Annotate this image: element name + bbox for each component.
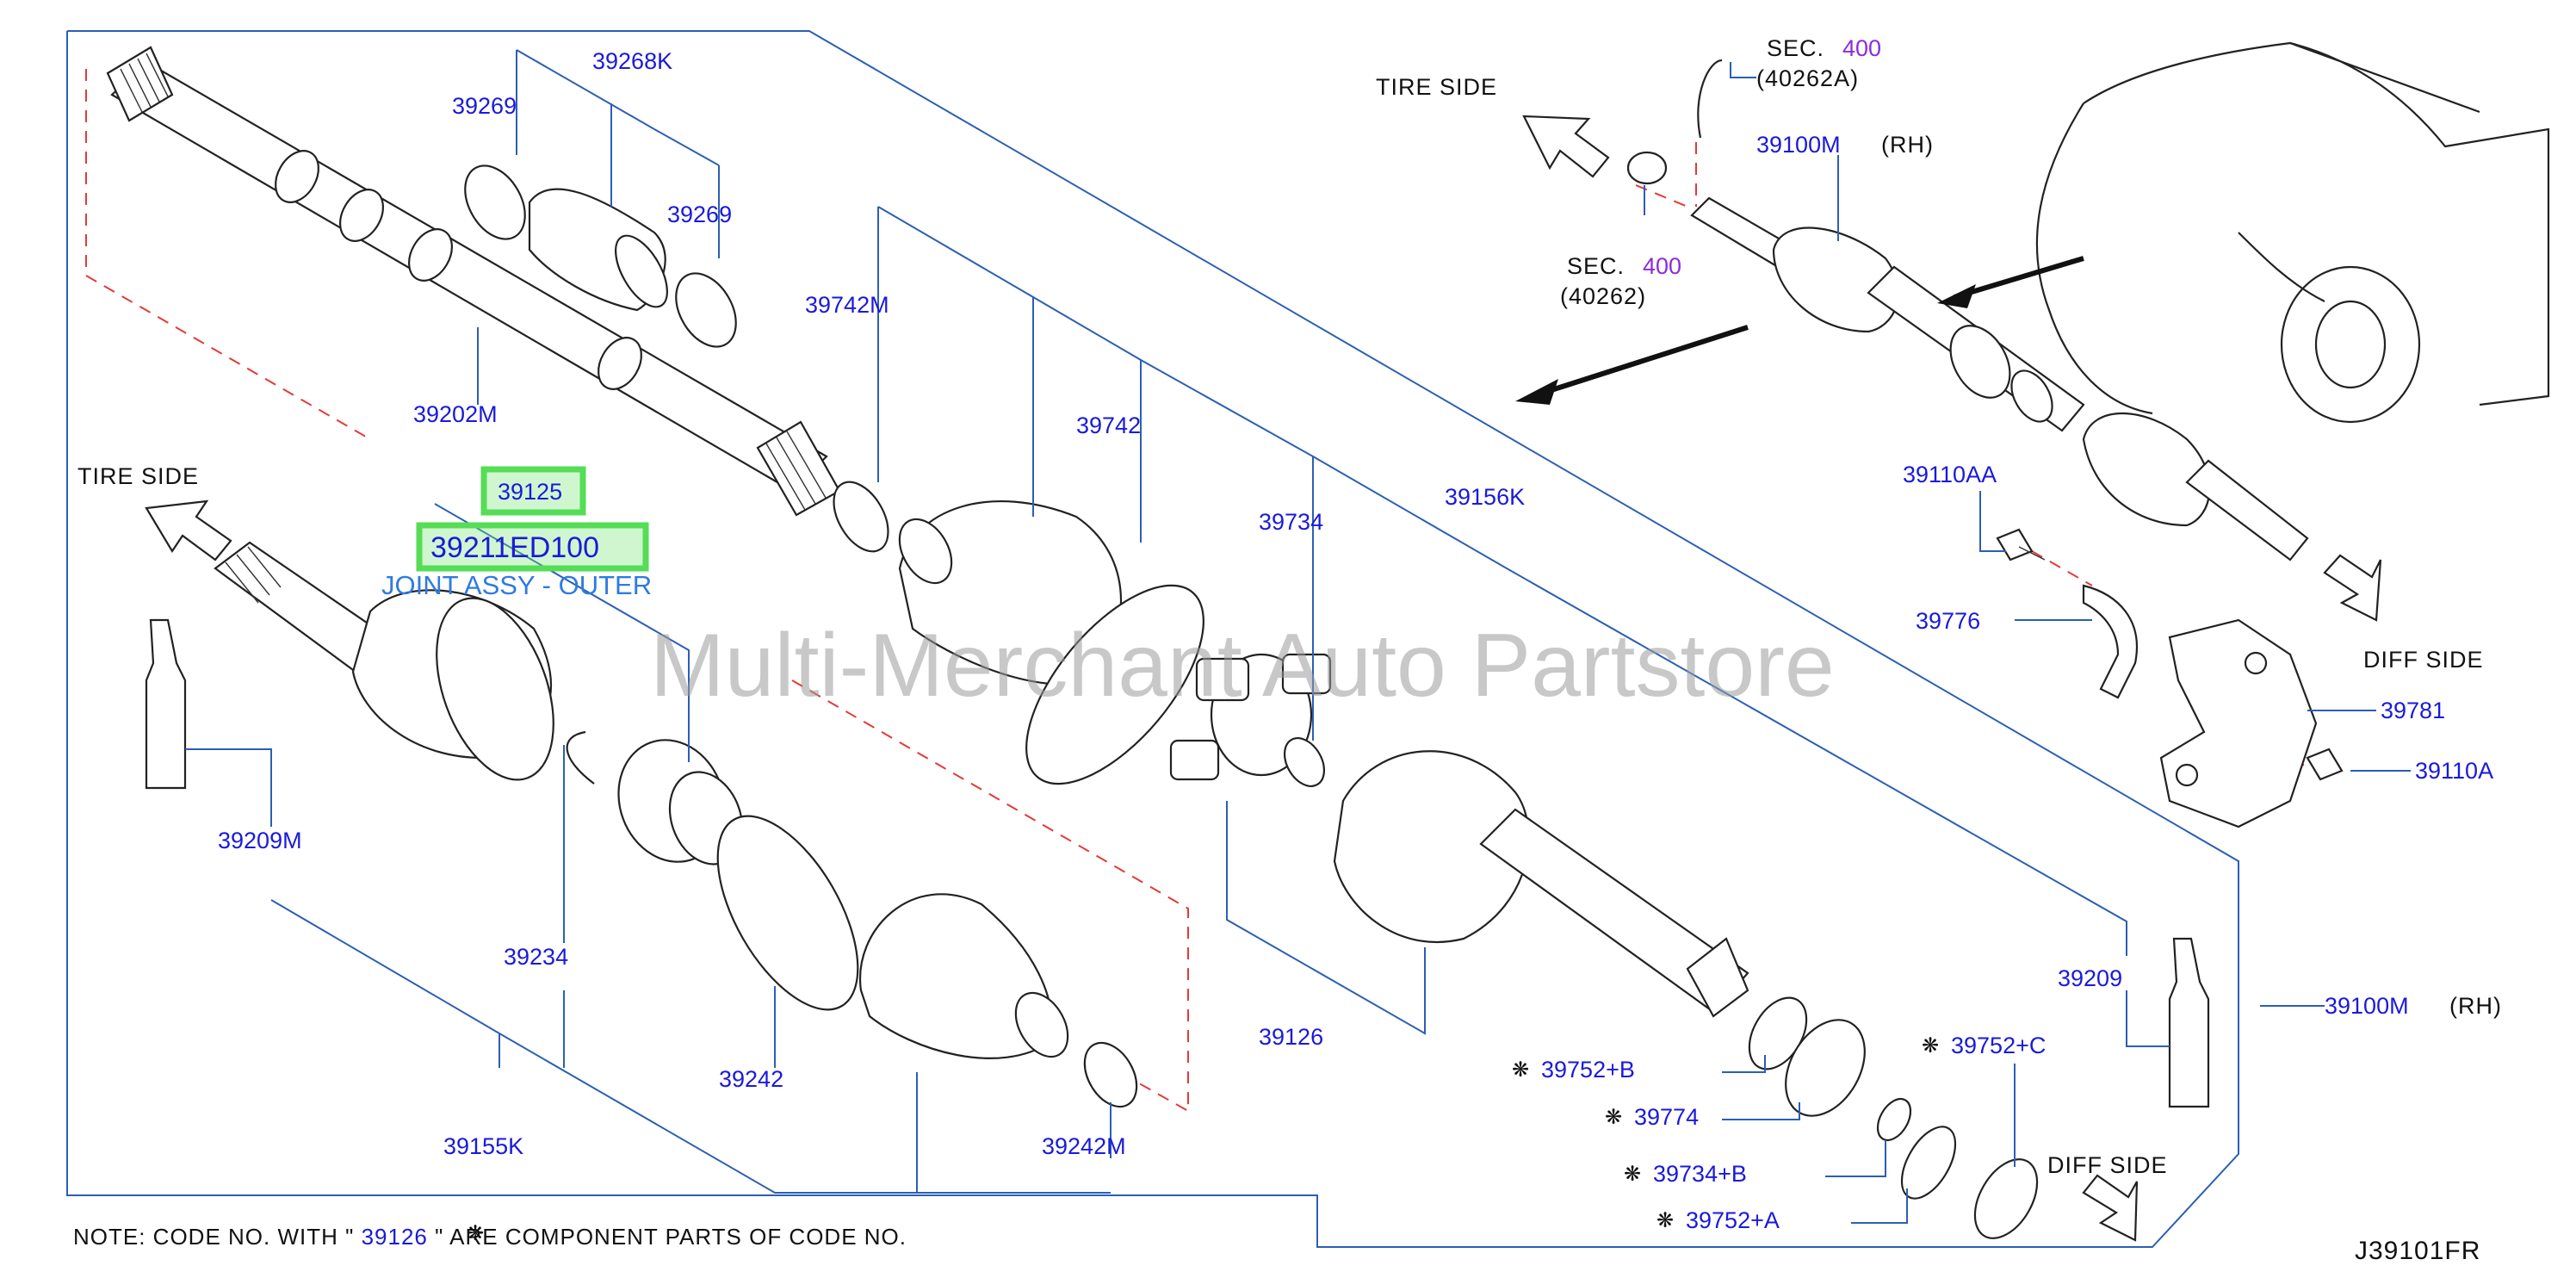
- label-39752B[interactable]: 39752+B: [1541, 1057, 1635, 1083]
- footnote-code[interactable]: 39126: [362, 1224, 428, 1250]
- label-39269-a[interactable]: 39269: [452, 93, 517, 119]
- star-icon: ❋: [1922, 1033, 1939, 1058]
- label-39242[interactable]: 39242: [719, 1066, 783, 1092]
- guide-dash-boot: [791, 679, 1189, 1113]
- label-39234[interactable]: 39234: [504, 944, 568, 970]
- joint-assy-description: JOINT ASSY - OUTER: [381, 570, 652, 600]
- sec-ref-1-number[interactable]: 400: [1842, 35, 1881, 61]
- snap-ring: [566, 730, 595, 785]
- diagram-code: J39101FR: [2355, 1237, 2480, 1265]
- footnote-suffix: " ARE COMPONENT PARTS OF CODE NO.: [435, 1224, 907, 1250]
- boot-39742: [833, 481, 1204, 785]
- diff-side-label-right: DIFF SIDE: [2363, 647, 2484, 673]
- star-icon: ❋: [1605, 1105, 1622, 1129]
- sec-ref-1-code: (40262A): [1756, 65, 1859, 91]
- diff-side-arrow-right: [2323, 554, 2382, 622]
- shaft-39202M: [106, 46, 841, 517]
- label-39781[interactable]: 39781: [2381, 698, 2445, 723]
- main-frame: [66, 30, 2239, 1248]
- label-39125[interactable]: 39125: [498, 479, 562, 505]
- label-39742[interactable]: 39742: [1076, 413, 1141, 438]
- bracket-39781: [2159, 618, 2318, 828]
- label-39100M-top[interactable]: 39100M: [1756, 132, 1841, 158]
- sec-ref-2-code: (40262): [1560, 283, 1646, 309]
- label-39752A[interactable]: 39752+A: [1686, 1207, 1780, 1233]
- vehicle-inset: [2035, 41, 2550, 424]
- diff-side-label-bottom: DIFF SIDE: [2047, 1152, 2168, 1178]
- boot-39268K: [464, 164, 737, 348]
- tripod-joint: [1169, 653, 1332, 787]
- watermark: Multi-Merchant Auto Partstore: [650, 616, 1835, 716]
- highlight-box-39125: [480, 466, 586, 516]
- label-rh-bottom: (RH): [2449, 993, 2502, 1019]
- bolt-39110A: [2306, 748, 2344, 781]
- sec-ref-2-prefix: SEC.: [1567, 253, 1625, 279]
- label-39100M-bottom[interactable]: 39100M: [2325, 993, 2409, 1019]
- label-39734[interactable]: 39734: [1259, 509, 1323, 535]
- label-39752C[interactable]: 39752+C: [1951, 1033, 2046, 1058]
- sec-ref-2-number[interactable]: 400: [1643, 253, 1681, 279]
- part-labels: 39268K 39269 39269 39202M 39742M 39742 3…: [73, 35, 2502, 1265]
- label-39774[interactable]: 39774: [1634, 1104, 1699, 1130]
- guide-dash-bolt: [2031, 550, 2093, 586]
- label-39734B[interactable]: 39734+B: [1653, 1161, 1747, 1187]
- label-39155K[interactable]: 39155K: [443, 1133, 523, 1159]
- leader-lines: [185, 49, 2411, 1224]
- label-rh-top: (RH): [1881, 132, 1934, 158]
- seal-rings: [1748, 996, 2039, 1239]
- star-icon: ❋: [1624, 1162, 1641, 1186]
- star-icon: ❋: [1512, 1058, 1529, 1082]
- label-39269-b[interactable]: 39269: [667, 202, 732, 227]
- bolt-39110AA: [1996, 528, 2046, 561]
- label-39209M[interactable]: 39209M: [218, 828, 302, 853]
- star-icon: ❋: [1656, 1208, 1674, 1232]
- label-39156K[interactable]: 39156K: [1445, 484, 1525, 510]
- inner-joint-housing: [1333, 750, 1749, 1018]
- label-39242M[interactable]: 39242M: [1042, 1133, 1126, 1159]
- label-39126[interactable]: 39126: [1259, 1024, 1323, 1050]
- label-39742M[interactable]: 39742M: [805, 292, 889, 318]
- guide-dash-shaft: [85, 69, 371, 440]
- label-39211ED100[interactable]: 39211ED100: [430, 531, 599, 564]
- label-39209[interactable]: 39209: [2058, 965, 2122, 991]
- boot-39242: [716, 815, 1138, 1108]
- label-39268K[interactable]: 39268K: [592, 48, 672, 74]
- label-39110A[interactable]: 39110A: [2415, 758, 2493, 784]
- diff-side-arrow-bottom: [2082, 1174, 2139, 1242]
- grease-tube-left: [145, 618, 187, 790]
- tire-side-arrow-inset: [1522, 115, 1610, 178]
- sec-ref-1-prefix: SEC.: [1767, 35, 1824, 61]
- grease-tube-right: [2168, 937, 2210, 1108]
- star-icon: ❋: [467, 1221, 484, 1245]
- label-39776[interactable]: 39776: [1916, 608, 1980, 634]
- tire-side-label-left: TIRE SIDE: [77, 463, 199, 489]
- label-39110AA[interactable]: 39110AA: [1903, 462, 1997, 487]
- axle-assembly-inset: [1626, 59, 2309, 561]
- label-39202M[interactable]: 39202M: [413, 401, 498, 427]
- tire-side-label-inset: TIRE SIDE: [1376, 74, 1497, 100]
- tire-side-arrow-left: [145, 499, 232, 561]
- direction-arrows-inset: [1515, 256, 2084, 405]
- clip-39776: [2082, 584, 2138, 699]
- footnote-prefix: NOTE: CODE NO. WITH ": [73, 1224, 354, 1250]
- highlight-box-39211: [416, 522, 649, 572]
- footnote: NOTE: CODE NO. WITH " 39126 " ARE COMPON…: [73, 1224, 907, 1250]
- outer-joint: [214, 541, 554, 781]
